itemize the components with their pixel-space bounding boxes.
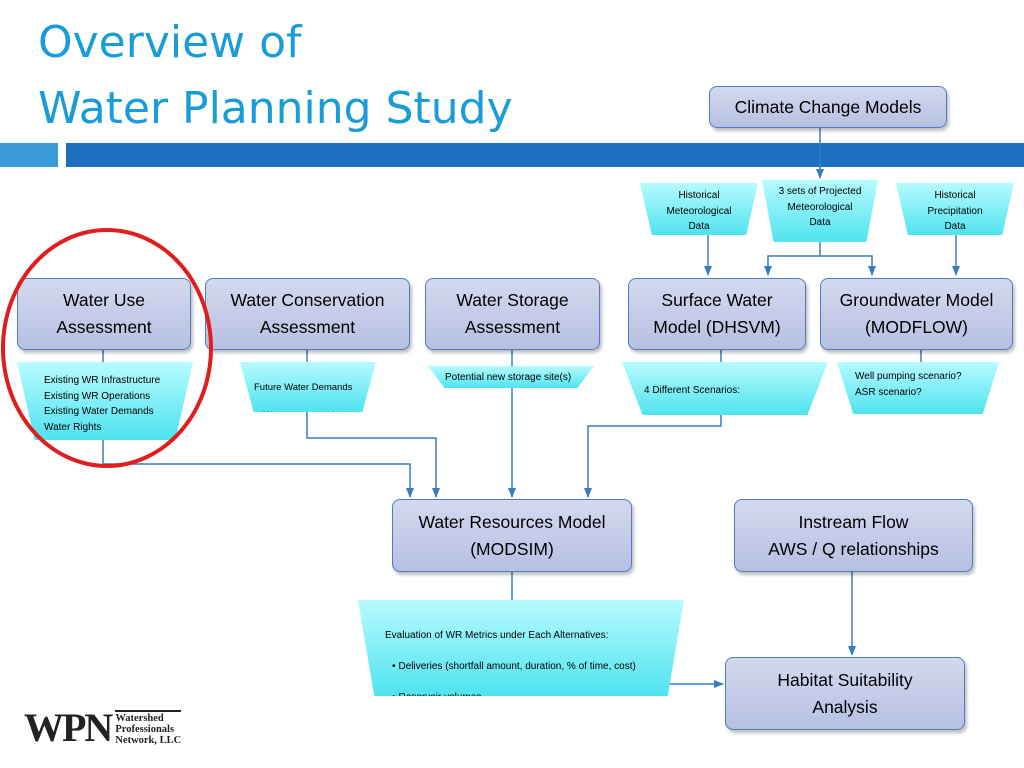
conservation-bullet: Water conservation	[257, 410, 345, 412]
highlight-ring	[1, 228, 213, 468]
header-bar-accent	[0, 143, 58, 167]
modsim-evaluation-heading: Evaluation of WR Metrics under Each Alte…	[385, 629, 609, 641]
water-resources-model-box[interactable]: Water Resources Model (MODSIM)	[392, 499, 632, 572]
arrow-surface-to-modsim	[584, 415, 722, 498]
surface-water-note-list: 4 Different Scenarios: 1 Historical stre…	[636, 367, 793, 415]
wpn-logo: WPN Watershed Professionals Network, LLC	[24, 705, 182, 750]
groundwater-note: Well pumping scenario? ASR scenario?	[837, 362, 999, 414]
header-bar	[66, 143, 1024, 167]
title-line-2: Water Planning Study	[38, 83, 513, 134]
instream-flow-box[interactable]: Instream Flow AWS / Q relationships	[734, 499, 973, 572]
arrow-projected-to-groundwater	[820, 255, 876, 276]
storage-note-text: Potential new storage site(s)	[445, 372, 572, 383]
surface-water-model-box[interactable]: Surface Water Model (DHSVM)	[628, 278, 806, 350]
water-conservation-assessment-box[interactable]: Water Conservation Assessment	[205, 278, 410, 350]
modsim-metric-bullet: Reservoir volumes	[392, 692, 481, 697]
modsim-evaluation-list: Evaluation of WR Metrics under Each Alte…	[385, 612, 636, 697]
conservation-note: Future Water Demands Water conservation …	[240, 362, 376, 412]
title-line-1: Overview of	[38, 17, 302, 68]
conservation-note-list: Future Water Demands Water conservation …	[254, 367, 353, 412]
arrow-conservation-to-modsim	[306, 412, 440, 498]
logo-subtitle: Watershed Professionals Network, LLC	[115, 710, 182, 746]
water-storage-assessment-box[interactable]: Water Storage Assessment	[425, 278, 600, 350]
groundwater-note-text: Well pumping scenario? ASR scenario?	[855, 371, 962, 398]
climate-change-models-box[interactable]: Climate Change Models	[709, 86, 947, 128]
habitat-suitability-box[interactable]: Habitat Suitability Analysis	[725, 657, 965, 730]
projected-met-data-input: 3 sets of Projected Meteorological Data	[762, 180, 878, 242]
historical-met-data-text: Historical Meteorological Data	[666, 190, 732, 232]
projected-met-data-text: 3 sets of Projected Meteorological Data	[778, 186, 862, 228]
historical-met-data-input: Historical Meteorological Data	[640, 183, 758, 235]
surface-water-note-heading: 4 Different Scenarios:	[644, 384, 740, 396]
historical-precip-data-text: Historical Precipitation Data	[927, 190, 983, 232]
arrow-projected-split	[764, 242, 821, 276]
groundwater-model-box[interactable]: Groundwater Model (MODFLOW)	[820, 278, 1013, 350]
logo-mark: WPN	[24, 705, 113, 750]
surface-water-note: 4 Different Scenarios: 1 Historical stre…	[622, 362, 828, 415]
historical-precip-data-input: Historical Precipitation Data	[896, 183, 1014, 235]
modsim-metric-bullet: Deliveries (shortfall amount, duration, …	[392, 661, 636, 672]
conservation-note-heading: Future Water Demands	[254, 382, 353, 393]
modsim-evaluation-note: Evaluation of WR Metrics under Each Alte…	[358, 600, 684, 696]
storage-note: Potential new storage site(s)	[428, 366, 594, 388]
